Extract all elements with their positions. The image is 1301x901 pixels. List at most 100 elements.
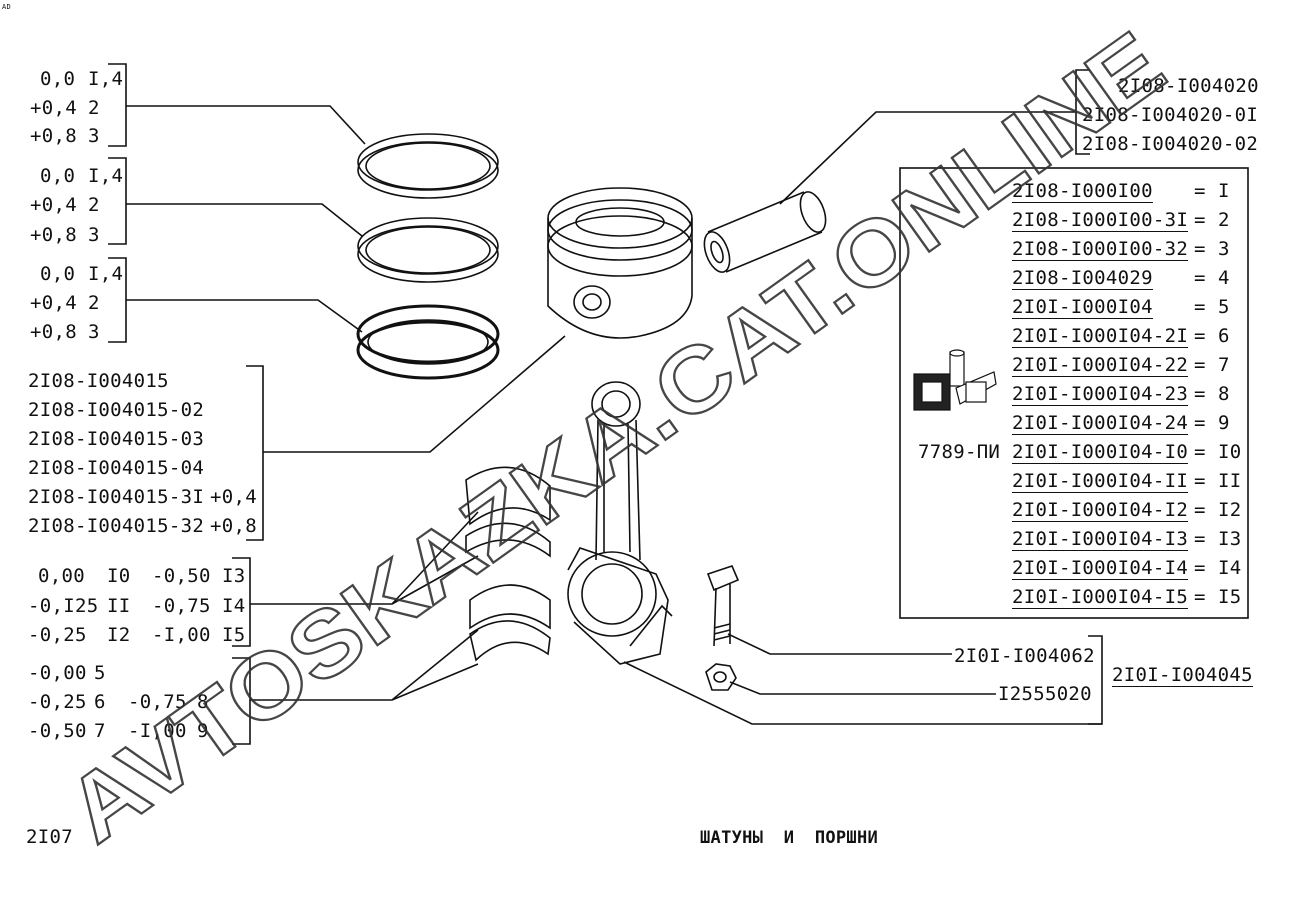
kit-part: 2I0I-I000I04-24 <box>1012 412 1189 435</box>
watermark-text: AVTOSKAZKA.CAT.ONLINE <box>48 13 1182 863</box>
kit-illustration <box>913 349 997 411</box>
ring-2-size-3: +0,8 <box>30 224 77 246</box>
kit-eq: = <box>1194 470 1206 492</box>
kit-num: I5 <box>1218 586 1242 608</box>
connecting-rod <box>567 381 673 665</box>
piston-part-size: +0,4 <box>210 486 257 508</box>
piston-part-size: +0,8 <box>210 515 257 537</box>
piston <box>547 187 693 339</box>
kit-eq: = <box>1194 325 1206 347</box>
bracket-bearing-upper <box>232 557 251 647</box>
page-title: ШАТУНЫ И ПОРШНИ <box>700 828 879 848</box>
bearing-size: -0,I25 <box>28 595 99 617</box>
piston-ring-3 <box>356 304 500 380</box>
piston-part: 2I08-I004015 <box>28 370 169 392</box>
leader-ring-3 <box>126 299 363 333</box>
bracket-ring-1 <box>108 63 127 147</box>
bearing-code: 5 <box>94 662 106 684</box>
rod-nut <box>705 663 737 691</box>
bearing-code: I5 <box>222 624 246 646</box>
leader-ring-2 <box>126 203 363 237</box>
kit-part: 2I08-I000I00-3I <box>1012 209 1189 232</box>
kit-part: 2I0I-I000I04-22 <box>1012 354 1189 377</box>
kit-part: 2I0I-I000I04 <box>1012 296 1153 319</box>
ring-1-code-1: I,4 <box>88 68 124 90</box>
kit-eq: = <box>1194 180 1206 202</box>
kit-eq: = <box>1194 499 1206 521</box>
leader-bolt <box>727 633 952 655</box>
ring-1-size-1: 0,0 <box>40 68 76 90</box>
kit-num: 7 <box>1218 354 1230 376</box>
kit-part: 2I0I-I000I04-I2 <box>1012 499 1189 522</box>
kit-eq: = <box>1194 557 1206 579</box>
ring-3-code-2: 2 <box>88 292 100 314</box>
bearing-size: -0,50 <box>28 720 87 742</box>
kit-part: 2I08-I004029 <box>1012 267 1153 290</box>
bearing-shell-upper <box>465 466 551 558</box>
ring-1-size-2: +0,4 <box>30 97 77 119</box>
kit-num: 6 <box>1218 325 1230 347</box>
bearing-code: I2 <box>107 624 131 646</box>
kit-part: 2I0I-I000I04-II <box>1012 470 1189 493</box>
leader-bearing-upper <box>250 511 479 605</box>
kit-part: 2I0I-I000I04-I5 <box>1012 586 1189 609</box>
ring-3-size-2: +0,4 <box>30 292 77 314</box>
kit-part: 2I08-I000I00-32 <box>1012 238 1189 261</box>
kit-part: 2I0I-I000I04-I3 <box>1012 528 1189 551</box>
bearing-size: -0,00 <box>28 662 87 684</box>
kit-eq: = <box>1194 296 1206 318</box>
kit-num: 5 <box>1218 296 1230 318</box>
kit-num: I4 <box>1218 557 1242 579</box>
piston-ring-1 <box>357 133 499 199</box>
nut-part-label: I2555020 <box>998 683 1092 705</box>
kit-num: 3 <box>1218 238 1230 260</box>
rod-part-label: 2I0I-I004045 <box>1112 664 1253 687</box>
kit-note: 7789-ПИ <box>918 441 1001 463</box>
kit-eq: = <box>1194 528 1206 550</box>
bearing-size: -0,50 <box>152 565 211 587</box>
ring-2-code-2: 2 <box>88 194 100 216</box>
kit-eq: = <box>1194 209 1206 231</box>
bearing-code: I0 <box>107 565 131 587</box>
kit-part: 2I0I-I000I04-I0 <box>1012 441 1189 464</box>
kit-num: I <box>1218 180 1230 202</box>
piston-part: 2I08-I004015-04 <box>28 457 205 479</box>
bearing-size: 0,00 <box>38 565 85 587</box>
bearing-code: I4 <box>222 595 246 617</box>
kit-eq: = <box>1194 441 1206 463</box>
ring-3-size-1: 0,0 <box>40 263 76 285</box>
kit-num: I2 <box>1218 499 1242 521</box>
kit-eq: = <box>1194 267 1206 289</box>
rod-bolt <box>706 565 740 647</box>
bearing-size: -0,75 <box>152 595 211 617</box>
pin-part: 2I08-I004020 <box>1118 75 1259 97</box>
ring-2-size-1: 0,0 <box>40 165 76 187</box>
leader-ring-1 <box>126 105 366 145</box>
pin-part: 2I08-I004020-0I <box>1082 104 1259 126</box>
piston-part: 2I08-I004015-02 <box>28 399 205 421</box>
ring-3-code-1: I,4 <box>88 263 124 285</box>
leader-rod <box>623 661 1102 725</box>
kit-part: 2I0I-I000I04-2I <box>1012 325 1189 348</box>
ring-1-size-3: +0,8 <box>30 125 77 147</box>
bracket-piston <box>246 365 264 541</box>
bearing-code: 9 <box>197 720 209 742</box>
kit-num: 2 <box>1218 209 1230 231</box>
kit-eq: = <box>1194 586 1206 608</box>
piston-pin <box>703 191 827 273</box>
bearing-code: 6 <box>94 691 106 713</box>
kit-num: 4 <box>1218 267 1230 289</box>
bearing-code: I3 <box>222 565 246 587</box>
ring-3-size-3: +0,8 <box>30 321 77 343</box>
bearing-size: -0,25 <box>28 624 87 646</box>
kit-table-border <box>899 167 1249 619</box>
kit-part: 2I08-I000I00 <box>1012 180 1153 203</box>
model-label: 2I07 <box>26 826 73 848</box>
bearing-code: II <box>107 595 131 617</box>
bearing-size: -0,25 <box>28 691 87 713</box>
piston-part: 2I08-I004015-3I <box>28 486 205 508</box>
ring-1-code-3: 3 <box>88 125 100 147</box>
kit-num: 9 <box>1218 412 1230 434</box>
kit-eq: = <box>1194 412 1206 434</box>
